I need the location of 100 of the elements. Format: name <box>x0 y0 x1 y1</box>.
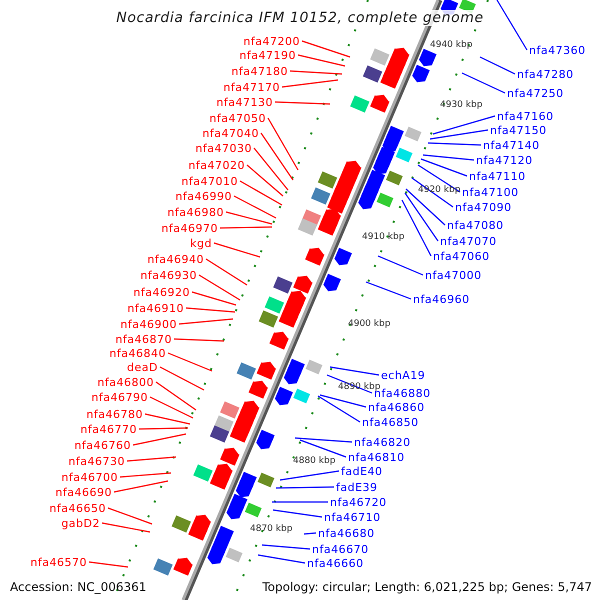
leader-line <box>404 192 438 242</box>
gene-label: nfa46900 <box>120 318 177 331</box>
gene-label: nfa46690 <box>55 486 112 499</box>
footer-text: Topology: circular; Length: 6,021,225 bp; Genes: 5,747 <box>262 580 592 595</box>
leader-line <box>254 148 288 190</box>
leader-line <box>260 132 294 180</box>
scale-label: 4910 kbp <box>362 232 404 243</box>
leader-line <box>144 413 190 425</box>
gene-label: nfa47180 <box>231 65 288 78</box>
leader-line <box>298 54 346 67</box>
gene-label: deaD <box>127 361 158 374</box>
leader-line <box>240 180 282 206</box>
gene-label: nfa47170 <box>223 81 280 94</box>
leader-line <box>274 101 330 105</box>
leader-line <box>226 211 272 225</box>
leader-line <box>150 396 194 419</box>
gene-label: nfa47050 <box>209 112 266 125</box>
gene-label: nfa47360 <box>529 44 586 57</box>
gene-label: nfa46840 <box>109 347 166 360</box>
leader-line <box>156 382 196 410</box>
gene-label: nfa46820 <box>354 436 411 449</box>
gene-label: nfa46920 <box>133 286 190 299</box>
leader-line <box>496 0 528 50</box>
gene-label: nfa46910 <box>127 302 184 315</box>
gene-label: nfa46650 <box>49 502 106 515</box>
gene-label: nfa47020 <box>188 159 245 172</box>
leader-line <box>214 242 260 258</box>
leader-line <box>160 366 204 391</box>
gene-label: nfa47100 <box>462 186 519 199</box>
gene-label: nfa46850 <box>362 416 419 429</box>
leader-line <box>234 195 276 219</box>
leader-line <box>168 352 212 372</box>
leader-line <box>480 56 516 75</box>
gene-label: nfa46660 <box>307 557 364 570</box>
leader-line <box>432 115 496 135</box>
gene-label: nfa47030 <box>195 142 252 155</box>
leader-line <box>120 472 172 478</box>
leader-line <box>138 427 188 430</box>
leader-line <box>178 318 234 325</box>
gene-label: nfa47070 <box>440 235 497 248</box>
leader-line <box>186 307 236 313</box>
leader-line <box>132 433 186 446</box>
scale-label: 4870 kbp <box>250 524 292 535</box>
leader-line <box>262 544 310 550</box>
gene-label: nfa47150 <box>490 124 547 137</box>
leader-line <box>198 274 240 301</box>
leader-line <box>126 456 176 462</box>
scale-label: 4880 kbp <box>293 456 336 467</box>
leader-line <box>462 72 506 94</box>
gene-label: nfa46700 <box>61 471 118 484</box>
gene-label: nfa47160 <box>497 110 554 123</box>
title: Nocardia farcinica IFM 10152, complete genome <box>116 10 484 26</box>
leader-line <box>294 437 352 443</box>
gene-label: nfa46760 <box>74 439 131 452</box>
gene-label: nfa46930 <box>140 269 197 282</box>
gene-label: nfa46800 <box>97 376 154 389</box>
leader-line <box>304 532 316 535</box>
gene-label: nfa46970 <box>161 222 218 235</box>
leader-line <box>102 522 150 533</box>
gene-label: fadE40 <box>341 465 383 478</box>
gene-label: nfa46870 <box>115 333 172 346</box>
gene-label: nfa46810 <box>348 451 405 464</box>
gene-label: nfa46960 <box>413 293 470 306</box>
leader-line <box>258 554 306 564</box>
leader-line <box>378 255 424 276</box>
gene-label: nfa46780 <box>86 408 143 421</box>
leader-line <box>108 507 152 525</box>
leader-line <box>428 142 482 146</box>
gene-label: kgd <box>190 237 212 250</box>
leader-line <box>302 40 350 58</box>
gene-label: nfa47250 <box>507 87 564 100</box>
leader-line <box>401 200 432 256</box>
leader-line <box>300 439 346 458</box>
gene-label: nfa46860 <box>368 401 425 414</box>
scale-label: 4930 kbp <box>440 100 482 111</box>
gene-label: nfa47010 <box>181 175 238 188</box>
leader-line <box>318 395 360 423</box>
gene-label: nfa46670 <box>312 543 369 556</box>
leader-line <box>267 118 299 170</box>
gene-label: nfa47190 <box>239 49 296 62</box>
scale-label: 4940 kbp <box>430 40 472 51</box>
gene-label: nfa46980 <box>167 206 224 219</box>
leader-line <box>420 158 468 177</box>
gene-label: nfa47000 <box>425 269 482 282</box>
gene-label: nfa47040 <box>202 127 259 140</box>
leader-line <box>206 258 248 286</box>
gene-label: nfa46720 <box>330 496 387 509</box>
gene-label: nfa46940 <box>147 253 204 266</box>
gene-label: nfa47280 <box>517 68 574 81</box>
gene-label: nfa47200 <box>243 35 300 48</box>
leader-line <box>290 70 342 75</box>
leader-line <box>406 188 446 226</box>
gene-label: nfa46710 <box>324 511 381 524</box>
leader-line <box>272 509 322 518</box>
footer-text: Accession: NC_006361 <box>10 580 146 595</box>
gene-label: nfa47060 <box>433 250 490 263</box>
leader-line <box>276 486 334 489</box>
leader-line <box>246 164 284 196</box>
gene-label: nfa47140 <box>483 139 540 152</box>
gene-label: gabD2 <box>61 517 100 530</box>
